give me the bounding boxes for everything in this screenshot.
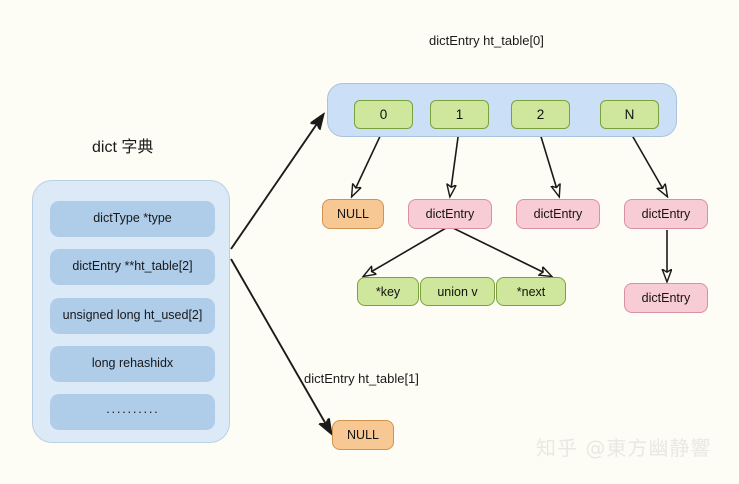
- dict-field-ht-table[interactable]: dictEntry **ht_table[2]: [50, 249, 215, 285]
- chained-dict-entry[interactable]: dictEntry: [624, 283, 708, 313]
- bucket-target-entry-1[interactable]: dictEntry: [408, 199, 492, 229]
- dict-field-rehashidx[interactable]: long rehashidx: [50, 346, 215, 382]
- entry-field-next[interactable]: *next: [496, 277, 566, 306]
- dict-struct-panel: dictType *type dictEntry **ht_table[2] u…: [32, 180, 230, 443]
- arrow-bucket1-to-entry1: [450, 129, 460, 196]
- dict-title: dict 字典: [92, 139, 154, 156]
- arrow-bucket2-to-entry2: [538, 129, 559, 196]
- dict-field-ht-used[interactable]: unsigned long ht_used[2]: [50, 298, 215, 334]
- dict-field-type[interactable]: dictType *type: [50, 201, 215, 237]
- dict-field-ellipsis: ··········: [50, 394, 215, 430]
- bucket-cell-n[interactable]: N: [600, 100, 659, 129]
- arrow-bucket0-to-null: [352, 129, 384, 196]
- arrow-entry-to-next: [452, 227, 551, 276]
- entry-field-union-v[interactable]: union v: [420, 277, 495, 306]
- bucket-target-null[interactable]: NULL: [322, 199, 384, 229]
- bucket-target-entry-2[interactable]: dictEntry: [516, 199, 600, 229]
- arrow-entry-to-key: [364, 227, 447, 276]
- ht-table-1-null[interactable]: NULL: [332, 420, 394, 450]
- ht-table-0-title: dictEntry ht_table[0]: [429, 33, 544, 48]
- arrow-bucketN-to-entryN: [628, 129, 667, 196]
- bucket-cell-1[interactable]: 1: [430, 100, 489, 129]
- entry-field-key[interactable]: *key: [357, 277, 419, 306]
- arrow-dict-to-ht1: [230, 258, 331, 433]
- watermark: 知乎 @東方幽静響: [536, 436, 712, 460]
- bucket-target-entry-n[interactable]: dictEntry: [624, 199, 708, 229]
- bucket-cell-0[interactable]: 0: [354, 100, 413, 129]
- ht-table-1-title: dictEntry ht_table[1]: [304, 371, 419, 386]
- arrow-dict-to-ht0: [230, 115, 323, 250]
- bucket-cell-2[interactable]: 2: [511, 100, 570, 129]
